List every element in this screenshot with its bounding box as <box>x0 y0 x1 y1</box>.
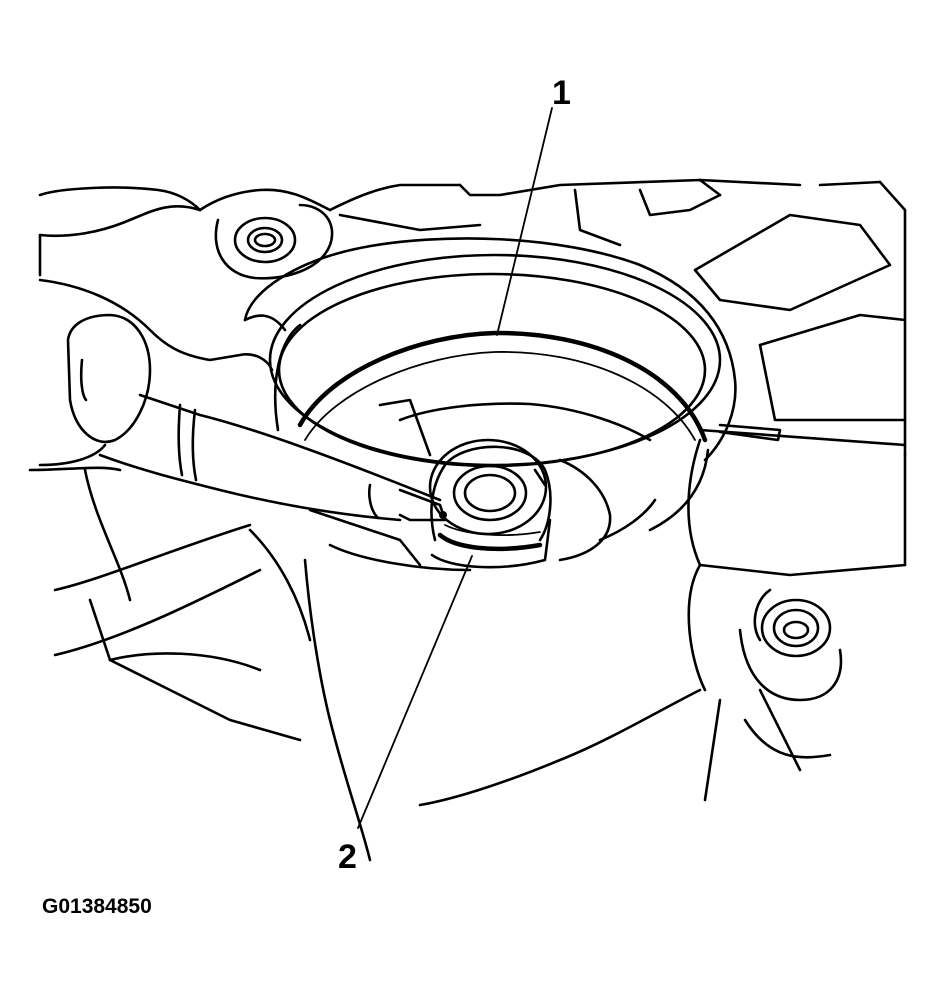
bore-interior <box>308 398 657 572</box>
leader-line-2 <box>357 555 473 829</box>
shaft-snap-ring <box>428 438 552 569</box>
bolt-boss-upper <box>214 203 334 280</box>
bolt-boss-lower <box>753 588 832 658</box>
callout-2: 2 <box>338 838 357 876</box>
callout-1: 1 <box>552 74 571 112</box>
figure-id: G01384850 <box>42 895 152 918</box>
pick-tool <box>98 393 447 522</box>
technician-hand <box>38 278 274 467</box>
housing-casting <box>28 178 907 862</box>
leader-line-1 <box>496 107 553 336</box>
seal-ring <box>297 330 708 443</box>
